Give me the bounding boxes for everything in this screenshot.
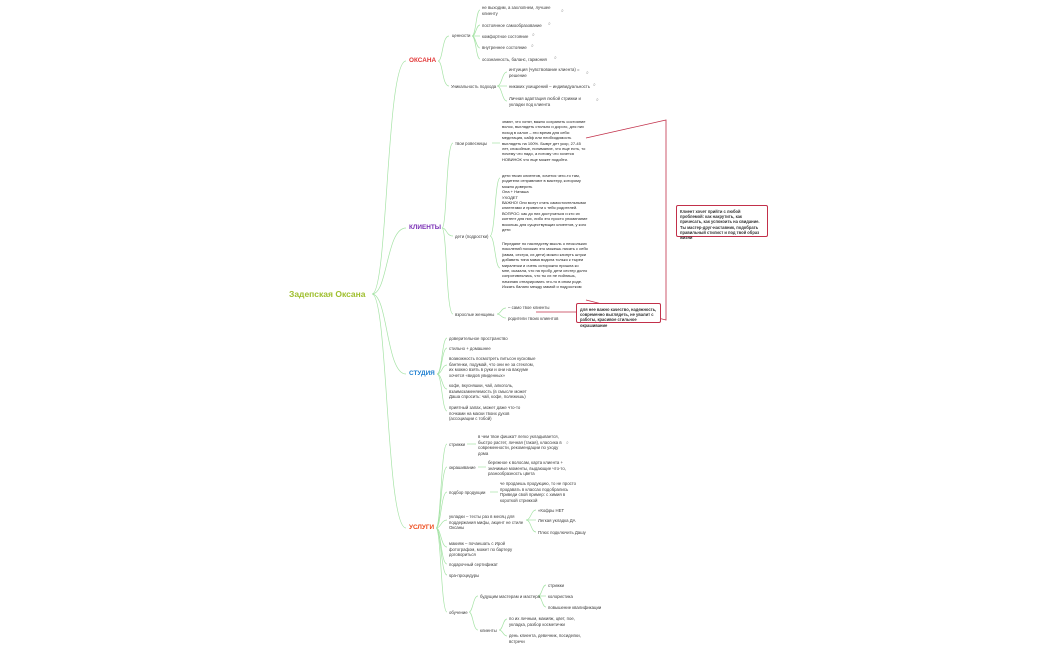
note-icon: ⌕ bbox=[548, 21, 551, 27]
training-clients[interactable]: клиенты bbox=[480, 628, 497, 633]
topic-values[interactable]: ценности bbox=[452, 33, 471, 38]
value-comfort[interactable]: комфортное состояние bbox=[482, 34, 529, 39]
approach-adaptation[interactable]: Личная адаптация любой стрижки и укладки… bbox=[509, 96, 581, 107]
note-icon: ⌕ bbox=[561, 8, 564, 14]
studio-scent[interactable]: приятный запах, может даже что-то почкам… bbox=[449, 405, 521, 422]
note-products: че продаешь продукцию, то не просто прод… bbox=[500, 481, 577, 503]
service-coloring[interactable]: окрашивание bbox=[449, 465, 476, 470]
note-icon: ⌕ bbox=[596, 97, 599, 103]
branch-services[interactable]: УСЛУГИ bbox=[409, 524, 435, 531]
note-icon: ⌕ bbox=[532, 32, 535, 38]
note-haircuts: в чем твое фишка? легко укладывается, бы… bbox=[478, 434, 562, 456]
service-gift-card[interactable]: подарочный сертификат bbox=[449, 562, 498, 567]
note-icon: ⌕ bbox=[593, 82, 596, 88]
adults-own-clients[interactable]: – само твое клиенты bbox=[508, 305, 550, 310]
topic-regulars[interactable]: твои ровесницы bbox=[455, 141, 488, 146]
service-makeup[interactable]: макияж – почаешать с Ирой фотографом, мо… bbox=[449, 541, 513, 558]
value-best-client[interactable]: не выходим, а захлопнем, лучшее клиенту bbox=[482, 5, 551, 16]
service-products[interactable]: подбор продукции bbox=[449, 490, 486, 495]
service-spa[interactable]: spa-процедуры bbox=[449, 573, 480, 578]
studio-trust-space[interactable]: доверительное пространство bbox=[449, 336, 508, 341]
note-icon: ⌕ bbox=[566, 440, 569, 446]
value-self-education[interactable]: постоянное самообразование bbox=[482, 23, 542, 28]
branch-clients[interactable]: КЛИЕНТЫ bbox=[409, 224, 442, 231]
training-coloristics[interactable]: колористика bbox=[548, 594, 573, 599]
root-topic[interactable]: Задепская Оксана bbox=[289, 289, 366, 299]
clients-events[interactable]: день клиента, девичник, посиделки, встре… bbox=[509, 633, 581, 644]
note-icon: ⌕ bbox=[586, 70, 589, 76]
service-training[interactable]: обучение bbox=[449, 610, 468, 615]
value-harmony[interactable]: осознанность, баланс, гармония bbox=[482, 57, 547, 62]
callout-client-problem[interactable]: Клиент хочет прийти с любой проблемой: к… bbox=[676, 205, 768, 240]
styling-light[interactable]: Легкая укладка ДА bbox=[538, 518, 576, 523]
note-regulars: знают, что хотят, важно сохранить состоя… bbox=[502, 119, 586, 162]
approach-intuition[interactable]: интуиция (чувствование клиента) = решени… bbox=[509, 67, 580, 78]
note-icon: ⌕ bbox=[554, 55, 557, 61]
training-future-masters[interactable]: будущим мастерам и мастера bbox=[480, 594, 541, 599]
topic-kids[interactable]: дети (подростки) bbox=[455, 234, 489, 239]
note-icon: ⌕ bbox=[531, 43, 534, 49]
approach-individuality[interactable]: никаких ухищрений – индивидуальность bbox=[509, 84, 590, 89]
training-qualification[interactable]: повышение квалификации bbox=[548, 605, 602, 610]
studio-stylish-home[interactable]: стильно + домашнее bbox=[449, 346, 491, 351]
service-styling[interactable]: укладки – тесты раз в месяц для поддержа… bbox=[449, 514, 524, 531]
callout-adults-quality[interactable]: для нее важно качество, надежность, совр… bbox=[576, 303, 661, 328]
branch-oksana[interactable]: ОКСАНА bbox=[409, 57, 437, 64]
note-kids-2: Передают по наследству мысль о нескольки… bbox=[502, 241, 588, 290]
service-haircuts[interactable]: стрижки bbox=[449, 442, 466, 447]
adults-parents[interactable]: родители твоих клиентов bbox=[508, 316, 559, 321]
topic-unique-approach[interactable]: Уникальность подхода bbox=[451, 84, 497, 89]
styling-dasha[interactable]: Плюс подключить Дашу bbox=[538, 530, 586, 535]
clients-personal[interactable]: по их личным, макияж, цвет, пое, укладка… bbox=[509, 616, 575, 627]
value-inner-state[interactable]: внутреннее состояние bbox=[482, 45, 527, 50]
styling-no-curls[interactable]: «Кофры НЕТ bbox=[538, 508, 565, 513]
note-coloring: бережное к волосам, карта клиента + знач… bbox=[488, 460, 566, 477]
note-kids-1: дети твоих клиентов, хочется чего-то там… bbox=[502, 173, 588, 233]
studio-products-display[interactable]: возможность посмотреть питьсон кусковые … bbox=[449, 356, 536, 378]
training-haircuts[interactable]: стрижки bbox=[548, 583, 565, 588]
branch-studio[interactable]: СТУДИЯ bbox=[409, 370, 435, 377]
studio-drinks[interactable]: кофе, вкусняшки, чай, алкоголь, взаимоза… bbox=[449, 383, 527, 400]
topic-adult-women[interactable]: взрослые женщины bbox=[455, 312, 495, 317]
